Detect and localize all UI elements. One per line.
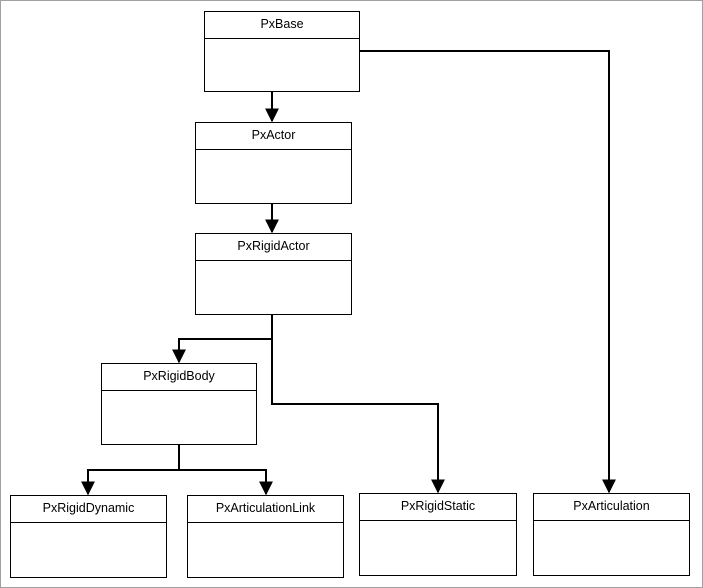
- class-px-articulation-title: PxArticulation: [534, 494, 689, 521]
- class-px-articulation: PxArticulation: [533, 493, 690, 576]
- class-px-actor-title: PxActor: [196, 123, 351, 150]
- class-px-rigid-body: PxRigidBody: [101, 363, 257, 445]
- class-px-base: PxBase: [204, 11, 360, 92]
- class-px-actor: PxActor: [195, 122, 352, 204]
- connector-rigid-actor-to-rigid-static: [271, 339, 445, 494]
- class-px-rigid-body-title: PxRigidBody: [102, 364, 256, 391]
- connector-rigid-actor-to-rigid-body: [172, 315, 273, 364]
- connector-rigid-body-to-rigid-dynamic: [81, 445, 180, 496]
- connector-base-to-articulation: [360, 50, 616, 494]
- class-px-base-title: PxBase: [205, 12, 359, 39]
- class-px-rigid-actor: PxRigidActor: [195, 233, 352, 315]
- class-px-articulation-link: PxArticulationLink: [187, 495, 344, 578]
- class-px-rigid-dynamic-title: PxRigidDynamic: [11, 496, 166, 523]
- connector-rigid-body-to-articulation-link: [179, 469, 273, 496]
- class-px-rigid-dynamic: PxRigidDynamic: [10, 495, 167, 578]
- class-px-rigid-static: PxRigidStatic: [359, 493, 517, 576]
- class-px-rigid-actor-title: PxRigidActor: [196, 234, 351, 261]
- class-px-rigid-static-title: PxRigidStatic: [360, 494, 516, 521]
- class-px-articulation-link-title: PxArticulationLink: [188, 496, 343, 523]
